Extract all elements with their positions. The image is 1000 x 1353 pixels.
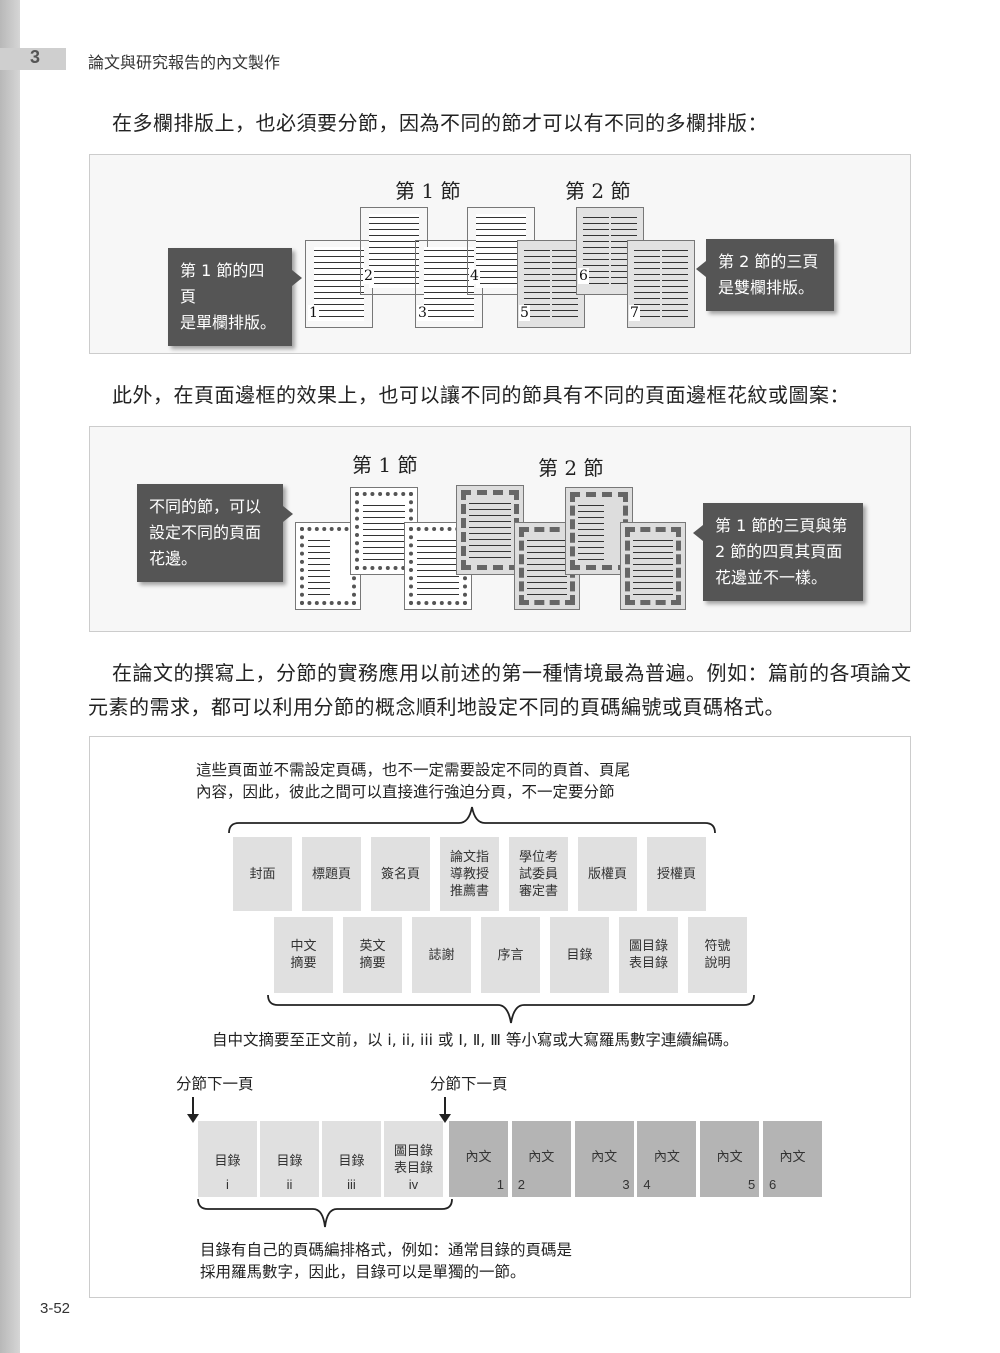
page-number-label: 4 [469,268,480,284]
top-brace [228,806,716,834]
page-edge-strip [0,0,20,1353]
page-label: 內文 [653,1150,680,1165]
section-1-title: 第 1 節 [352,453,418,477]
toc-page: 目錄 i [198,1121,257,1197]
page-number-label: 3 [622,1177,630,1192]
page-number-label: 4 [643,1177,651,1192]
page-number-label: iv [408,1177,419,1192]
roman-numbering-note: 自中文摘要至正文前，以 i, ii, iii 或 Ⅰ, Ⅱ, Ⅲ 等小寫或大寫羅… [212,1031,739,1049]
paragraph-thesis-sections: 在論文的撰寫上，分節的實務應用以前述的第一種情境最為普遍。例如：篇前的各項論文元… [88,661,912,719]
figure-thesis-section-plan: 這些頁面並不需設定頁碼，也不一定需要設定不同的頁首、頁尾 內容，因此，彼此之間可… [89,736,911,1298]
figure-page-border-sections: 第 1 節 第 2 節 不同的節，可以 設定不同的頁面 花邊。 第 1 節的三頁… [89,426,911,632]
page-number-label: 3 [417,305,428,321]
arrow-down-icon [439,1097,451,1123]
toc-page: 目錄 iii [322,1121,381,1197]
front-matter-page: 目錄 [550,917,609,993]
front-matter-page: 學位考 試委員 審定書 [509,837,568,911]
callout-line: 是雙欄排版。 [718,278,815,297]
page-number-label: 6 [578,268,589,284]
callout-line: 是單欄排版。 [180,313,277,332]
page-thumbnail-7 [627,240,695,328]
front-matter-page: 版權頁 [578,837,637,911]
section-break-label-1: 分節下一頁 [176,1075,254,1093]
paragraph-page-border: 此外，在頁面邊框的效果上，也可以讓不同的節具有不同的頁面邊框花紋或圖案： [112,383,850,407]
page-label: 內文 [779,1150,806,1165]
figure-multicolumn-sections: 第 1 節 第 2 節 1 2 3 4 5 6 7 第 1 節的四頁 是單欄排版… [89,154,911,354]
front-matter-page: 封面 [233,837,292,911]
page-label: 內文 [716,1150,743,1165]
callout-border-different: 不同的節，可以 設定不同的頁面 花邊。 [137,484,293,582]
front-matter-page: 中文 摘要 [274,917,333,993]
front-matter-page: 英文 摘要 [343,917,402,993]
body-page: 內文 1 [449,1121,508,1197]
page-number-label: 5 [519,305,530,321]
page-thumbnail-1 [305,240,373,328]
callout-line: 第 1 節的三頁與第 [715,516,848,535]
front-matter-page: 簽名頁 [371,837,430,911]
page-thumbnail-5 [517,240,585,328]
front-matter-page: 標題頁 [302,837,361,911]
bottom-note-line: 目錄有自己的頁碼編排格式，例如：通常目錄的頁碼是 [200,1241,573,1259]
bordered-page-thumbnail [456,485,524,575]
front-matter-page: 論文指 導教授 推薦書 [440,837,499,911]
bottom-note-line: 採用羅馬數字，因此，目錄可以是單獨的一節。 [200,1263,526,1281]
callout-line: 第 2 節的三頁 [718,252,819,271]
body-page: 內文 3 [574,1121,634,1197]
page-label: 內文 [465,1150,492,1165]
page-label: 內文 [591,1150,618,1165]
page-label: 內文 [528,1150,555,1165]
section-1-title: 第 1 節 [395,179,461,203]
page-thumbnail-2 [360,207,428,295]
front-matter-page: 授權頁 [647,837,706,911]
page-number-label: 5 [747,1177,756,1192]
callout-line: 花邊。 [149,549,198,568]
chapter-tab [0,48,66,70]
page-label: 目錄 [276,1154,303,1169]
page-number-label: iii [347,1177,356,1192]
callout-line: 不同的節，可以 [149,497,262,516]
page-number-label: 2 [363,268,374,284]
page-label: 目錄 [214,1154,241,1169]
front-matter-page: 符號 說明 [688,917,747,993]
front-matter-page: 序言 [481,917,540,993]
callout-line: 2 節的四頁其頁面 [715,542,843,561]
callout-border-compare: 第 1 節的三頁與第 2 節的四頁其頁面 花邊並不一樣。 [693,503,863,601]
page-number-label: 1 [308,305,319,321]
toc-page: 目錄 ii [260,1121,319,1197]
front-matter-page: 誌謝 [412,917,471,993]
page-number-label: 2 [517,1177,526,1192]
section-break-label-2: 分節下一頁 [430,1075,508,1093]
section-2-title: 第 2 節 [565,179,631,203]
bottom-brace [197,1198,453,1228]
page-number-label: i [226,1177,229,1192]
callout-line: 花邊並不一樣。 [715,568,828,587]
middle-brace [267,994,755,1024]
page-number-label: 6 [769,1177,777,1192]
page-label: 圖目錄 表目錄 [393,1144,433,1176]
running-header-title: 論文與研究報告的內文製作 [88,53,281,72]
arrow-down-icon [187,1097,199,1123]
page-number: 3-52 [40,1300,71,1317]
page-number-label: ii [286,1177,293,1192]
page-number-label: 1 [496,1177,504,1192]
top-note-line: 這些頁面並不需設定頁碼，也不一定需要設定不同的頁首、頁尾 [196,761,631,779]
top-note-line: 內容，因此，彼此之間可以直接進行強迫分頁，不一定要分節 [196,783,615,801]
page-label: 目錄 [338,1154,365,1169]
chapter-number: 3 [29,47,40,67]
bordered-page-thumbnail [620,522,686,610]
front-matter-page: 圖目錄 表目錄 [619,917,678,993]
paragraph-multicolumn: 在多欄排版上，也必須要分節，因為不同的節才可以有不同的多欄排版： [112,111,768,135]
page-number-label: 7 [629,305,640,321]
callout-line: 設定不同的頁面 [149,523,262,542]
callout-section1-single-column: 第 1 節的四頁 是單欄排版。 [168,248,302,346]
body-page: 內文 5 [700,1121,760,1197]
callout-section2-two-column: 第 2 節的三頁 是雙欄排版。 [696,239,834,311]
callout-line: 第 1 節的四頁 [180,261,265,306]
section-2-title: 第 2 節 [538,456,604,480]
